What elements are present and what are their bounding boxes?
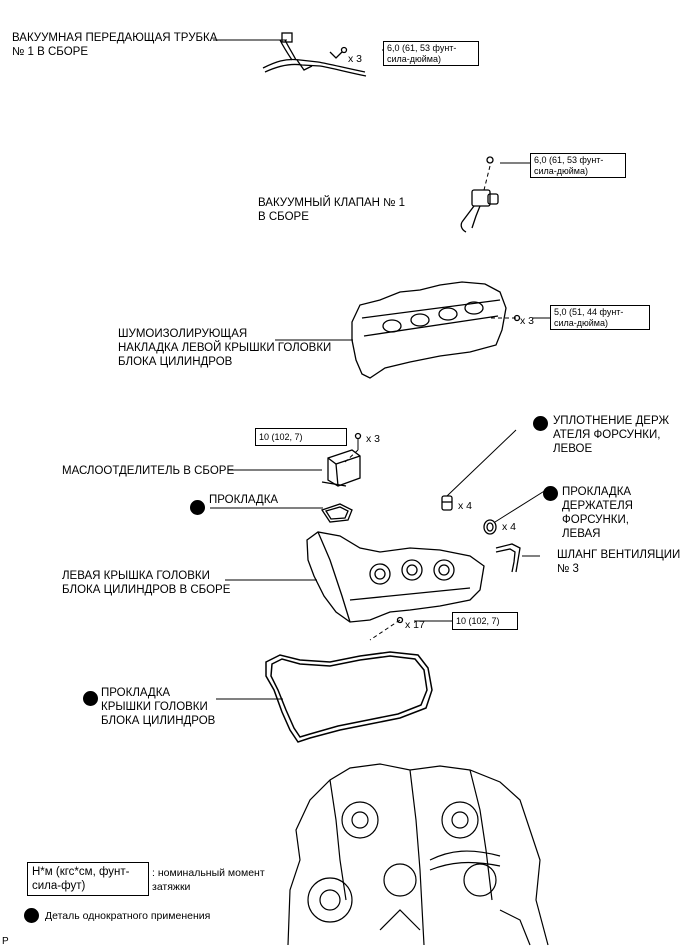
qty-head-cover-bolts: x 17: [405, 619, 425, 631]
corner-mark: P: [2, 936, 9, 947]
legend-single-use-text: Деталь однократного применения: [45, 910, 211, 922]
qty-oil-separator-bolts: x 3: [366, 433, 381, 445]
label-gasket: ПРОКЛАДКА: [209, 494, 279, 506]
vent-hose-drawing: [495, 543, 521, 573]
label-vent-hose: ШЛАНГ ВЕНТИЛЯЦИИ № 3: [557, 549, 681, 575]
vacuum-tube-drawing: [262, 32, 367, 77]
torque-box-insulator: 5,0 (51, 44 фунт- сила-дюйма): [550, 305, 650, 330]
qty-injector-gaskets: x 4: [502, 521, 517, 533]
vacuum-valve-drawing: [460, 156, 499, 233]
label-head-cover: ЛЕВАЯ КРЫШКА ГОЛОВКИ БЛОКА ЦИЛИНДРОВ В С…: [62, 570, 231, 596]
label-vacuum-tube: ВАКУУМНАЯ ПЕРЕДАЮЩАЯ ТРУБКА № 1 В СБОРЕ: [12, 32, 218, 58]
qty-vacuum-tube-bolts: x 3: [348, 53, 363, 65]
oil-separator-drawing: [321, 432, 362, 487]
single-use-dot-injector-seal: [533, 416, 548, 431]
label-vacuum-valve: ВАКУУМНЫЙ КЛАПАН № 1 В СБОРЕ: [258, 197, 406, 223]
head-cover-gasket-drawing: [265, 651, 433, 743]
legend-unit-description: : номинальный момент затяжки: [152, 867, 265, 893]
label-injector-gasket: ПРОКЛАДКА ДЕРЖАТЕЛЯ ФОРСУНКИ, ЛЕВАЯ: [562, 486, 633, 540]
torque-box-vacuum-valve: 6,0 (61, 53 фунт- сила-дюйма): [530, 153, 626, 178]
injector-seal-drawing: [441, 495, 453, 511]
torque-box-oil-separator: 10 (102, 7): [255, 428, 347, 446]
single-use-dot-injector-gasket: [543, 486, 558, 501]
label-oil-separator: МАСЛООТДЕЛИТЕЛЬ В СБОРЕ: [62, 465, 235, 477]
legend-unit-box: Н*м (кгс*см, фунт- сила-фут): [27, 862, 149, 896]
torque-box-head-cover: 10 (102, 7): [452, 612, 518, 630]
insulator-drawing: [351, 281, 521, 379]
label-injector-seal: УПЛОТНЕНИЕ ДЕРЖ АТЕЛЯ ФОРСУНКИ, ЛЕВОЕ: [553, 415, 670, 455]
torque-box-vacuum-tube: 6,0 (61, 53 фунт- сила-дюйма): [383, 41, 479, 66]
assembly-lines: [344, 165, 516, 641]
gasket-drawing: [320, 503, 353, 523]
qty-insulator-nuts: x 3: [520, 315, 535, 327]
label-head-cover-gasket: ПРОКЛАДКА КРЫШКИ ГОЛОВКИ БЛОКА ЦИЛИНДРОВ: [101, 687, 216, 727]
single-use-dot-head-cover-gasket: [83, 691, 98, 706]
label-insulator: ШУМОИЗОЛИРУЮЩАЯ НАКЛАДКА ЛЕВОЙ КРЫШКИ ГО…: [118, 328, 332, 368]
head-cover-drawing: [306, 531, 485, 624]
engine-drawing: [287, 763, 549, 946]
single-use-dot-gasket: [190, 500, 205, 515]
injector-gasket-drawing: [483, 519, 497, 535]
leader-lines: [210, 39, 550, 700]
legend-single-use-dot: [24, 908, 39, 923]
qty-injector-seals: x 4: [458, 500, 473, 512]
